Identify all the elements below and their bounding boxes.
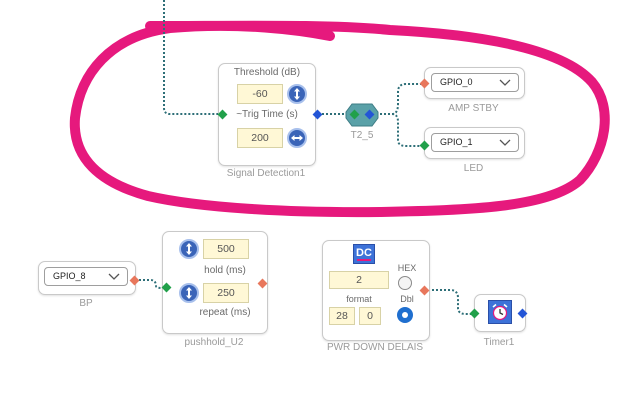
- gpio0-caption: AMP STBY: [448, 103, 499, 114]
- wire-input-to-signal-detection: [163, 0, 222, 115]
- trig-time-value[interactable]: 200: [237, 128, 283, 148]
- dc-icon: DC: [353, 244, 375, 264]
- dc-value[interactable]: 2: [329, 271, 389, 289]
- repeat-value[interactable]: 250: [203, 283, 249, 303]
- hex-label: HEX: [397, 263, 417, 273]
- wire-splitter-to-gpio0: [376, 83, 424, 115]
- hold-label: hold (ms): [204, 265, 246, 276]
- threshold-label: Threshold (dB): [233, 67, 301, 78]
- left-right-arrows-icon: [291, 135, 303, 141]
- alarm-clock-icon: [492, 303, 508, 321]
- timer-caption: Timer1: [483, 337, 515, 348]
- splitter-node[interactable]: [345, 103, 379, 127]
- format-value-a[interactable]: 28: [329, 307, 355, 325]
- threshold-adjust-button[interactable]: [287, 84, 307, 104]
- chevron-down-icon: [499, 139, 511, 146]
- gpio0-select[interactable]: GPIO_0: [431, 73, 519, 92]
- gpio8-block[interactable]: GPIO_8: [38, 261, 136, 295]
- dc-block[interactable]: DC 2 format 28 0 HEX Dbl: [322, 240, 430, 341]
- wire-dc-to-timer: [428, 289, 474, 315]
- gpio0-block[interactable]: GPIO_0: [424, 67, 525, 99]
- timer-icon: [488, 300, 512, 324]
- gpio8-caption: BP: [79, 298, 93, 309]
- repeat-adjust-button[interactable]: [179, 283, 199, 303]
- trig-time-label: ~Trig Time (s): [236, 109, 298, 120]
- pushhold-caption: pushhold_U2: [184, 337, 244, 348]
- hex-radio[interactable]: [398, 276, 412, 290]
- dc-icon-text: DC: [356, 247, 372, 259]
- format-value-b[interactable]: 0: [359, 307, 381, 325]
- pushhold-block[interactable]: 500 hold (ms) 250 repeat (ms): [162, 231, 268, 334]
- hold-value[interactable]: 500: [203, 239, 249, 259]
- repeat-label: repeat (ms): [199, 307, 251, 318]
- wire-splitter-to-gpio1: [391, 113, 424, 147]
- chevron-down-icon: [108, 273, 120, 280]
- dbl-radio-dot: [402, 312, 408, 318]
- threshold-value[interactable]: -60: [237, 84, 283, 104]
- wire-gpio8-to-pushhold: [135, 279, 170, 289]
- chevron-down-icon: [499, 79, 511, 86]
- gpio1-block[interactable]: GPIO_1: [424, 127, 525, 159]
- gpio1-value: GPIO_1: [440, 137, 473, 147]
- gpio1-caption: LED: [463, 163, 484, 174]
- trig-time-adjust-button[interactable]: [287, 128, 307, 148]
- splitter-caption: T2_5: [350, 130, 374, 141]
- gpio8-select[interactable]: GPIO_8: [44, 267, 128, 286]
- dc-icon-bar: [357, 259, 371, 261]
- gpio0-value: GPIO_0: [440, 77, 473, 87]
- up-down-arrows-icon: [294, 88, 300, 100]
- hold-adjust-button[interactable]: [179, 239, 199, 259]
- timer-block[interactable]: [474, 294, 526, 332]
- signal-detection-caption: Signal Detection1: [226, 168, 306, 179]
- dbl-label: Dbl: [400, 294, 414, 304]
- dc-caption: PWR DOWN DELAIS: [326, 342, 424, 353]
- format-label: format: [346, 294, 372, 304]
- up-down-arrows-icon: [186, 287, 192, 299]
- highlight-annotation: [69, 20, 610, 218]
- gpio8-value: GPIO_8: [53, 271, 86, 281]
- gpio1-select[interactable]: GPIO_1: [431, 133, 519, 152]
- dbl-radio[interactable]: [397, 307, 413, 323]
- signal-detection-block[interactable]: Threshold (dB) -60 ~Trig Time (s) 200: [218, 63, 316, 166]
- up-down-arrows-icon: [186, 243, 192, 255]
